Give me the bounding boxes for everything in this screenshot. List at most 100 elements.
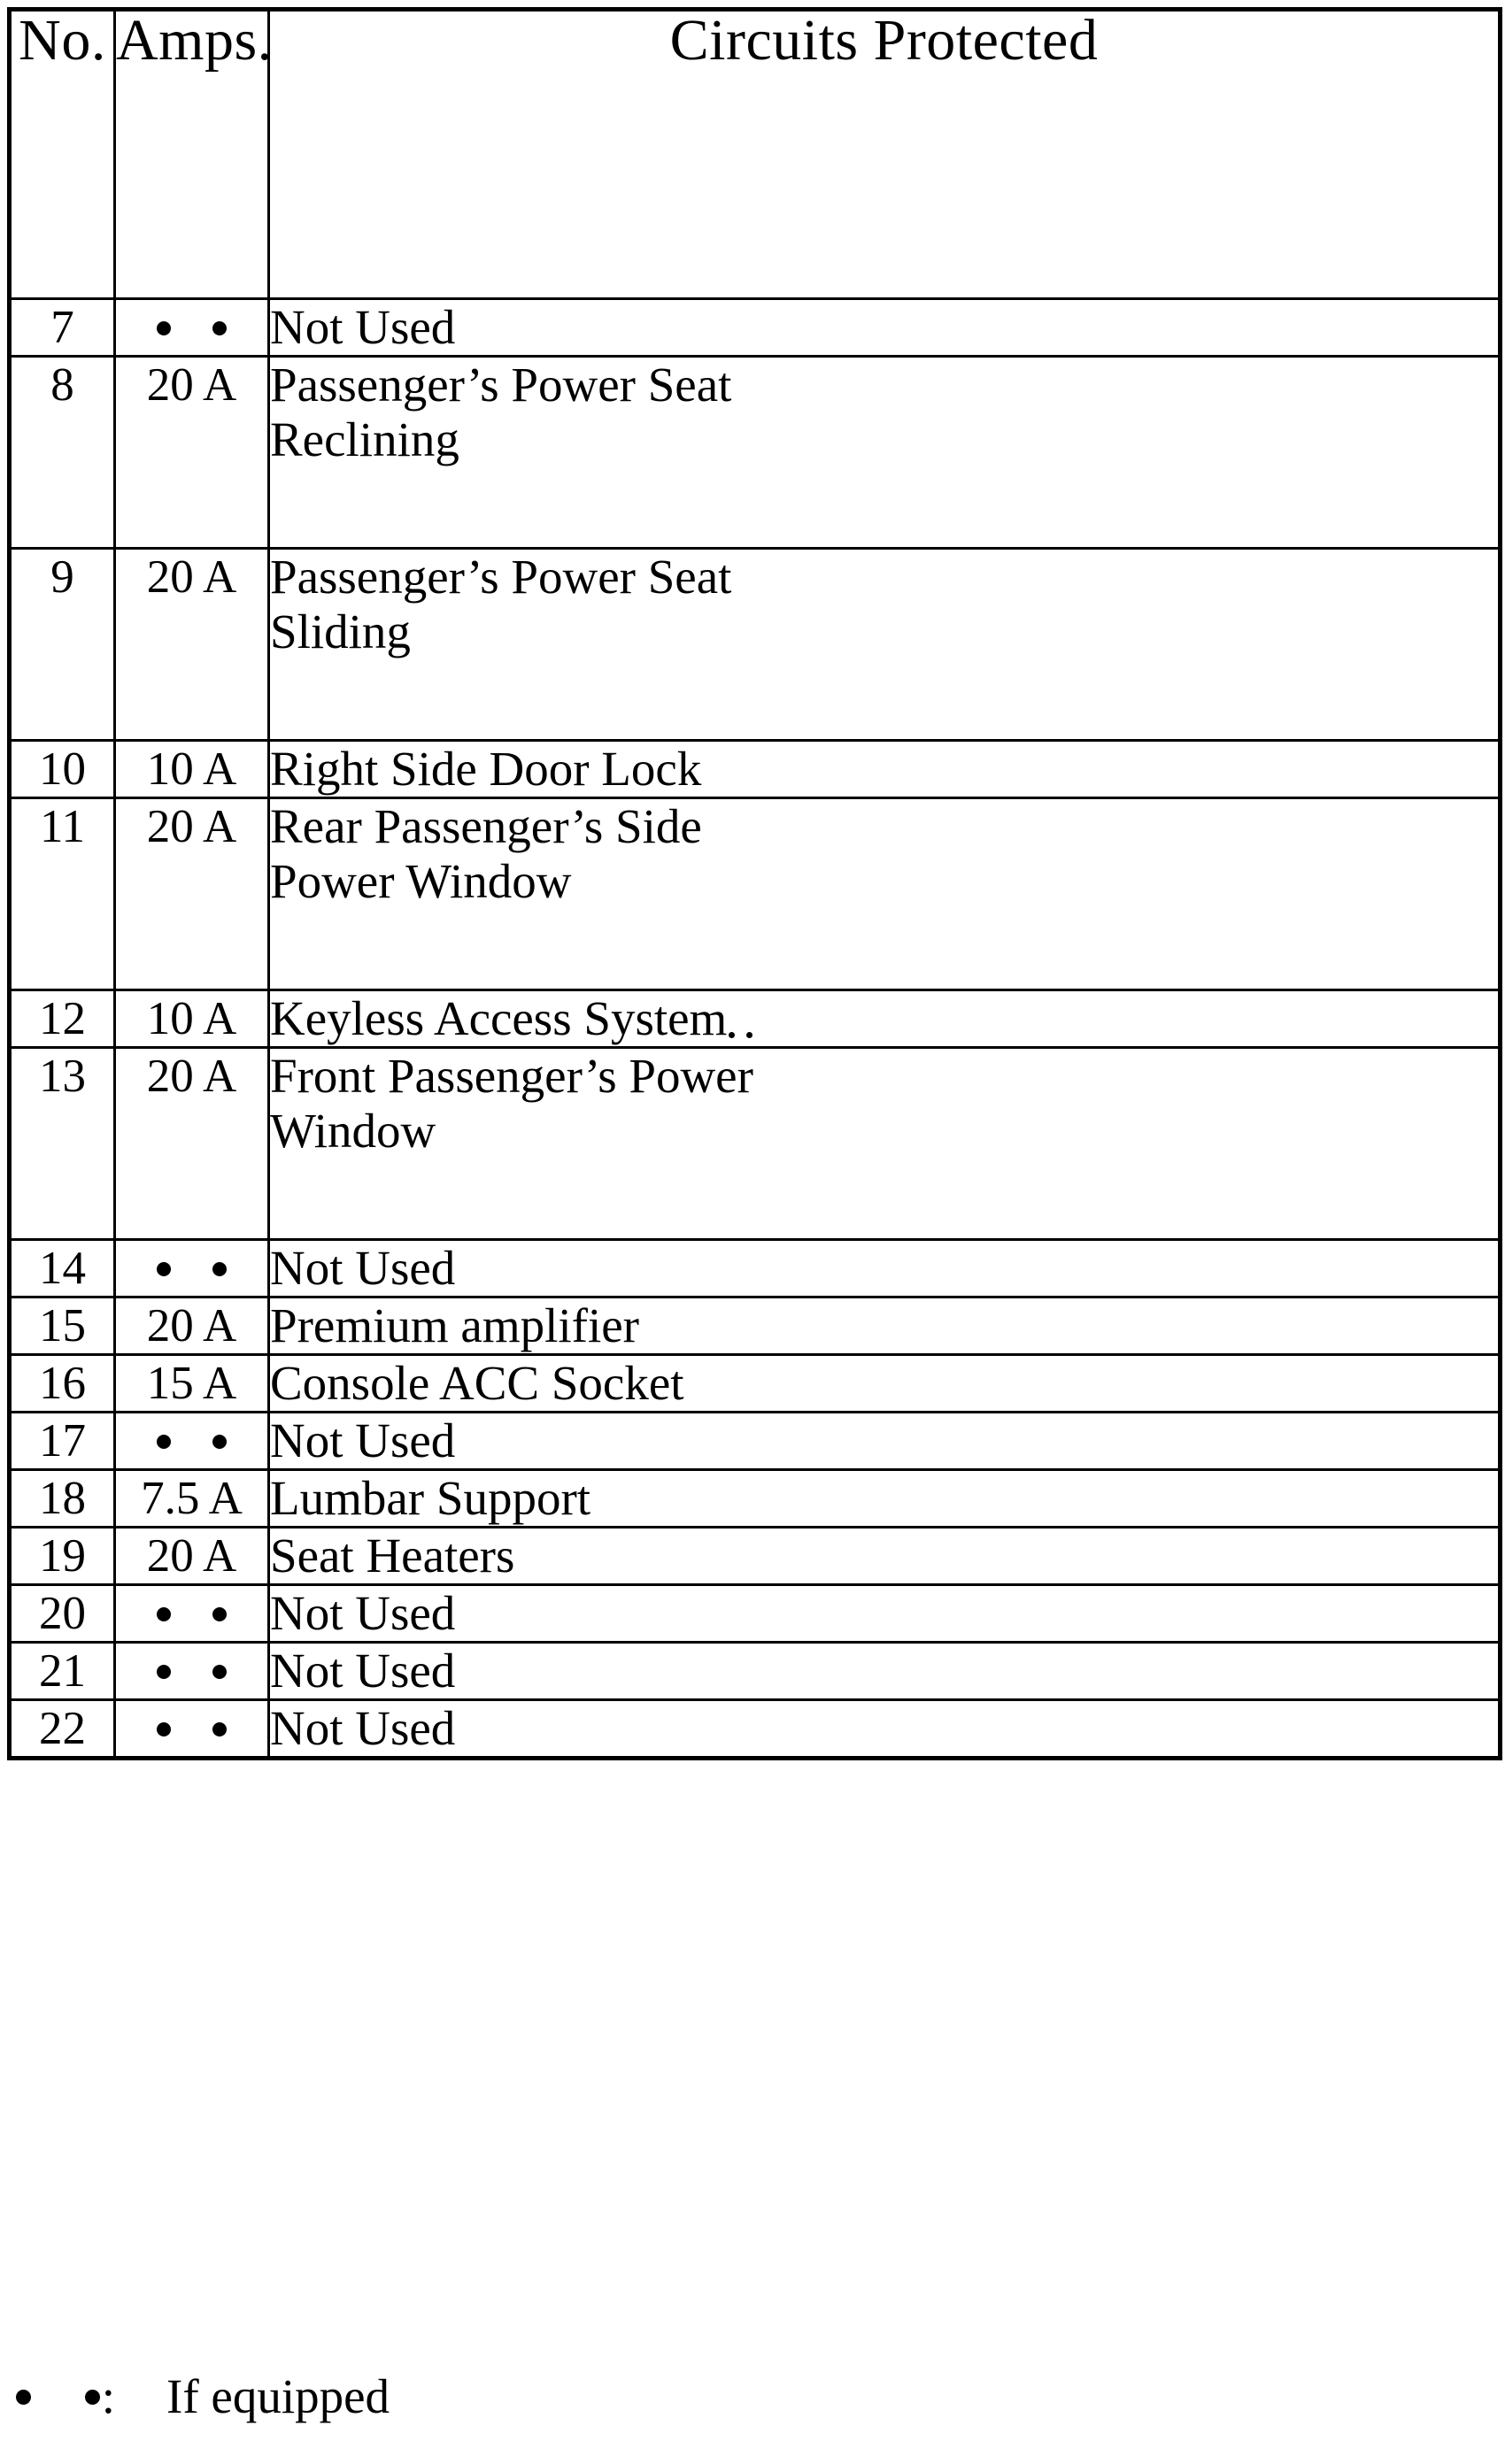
fuse-number-cell: 10 xyxy=(8,739,116,799)
amps-value: 20 A xyxy=(146,801,237,852)
amps-value: 15 A xyxy=(146,1358,237,1409)
dot-icon xyxy=(157,1664,171,1679)
amps-cell: 7.5 A xyxy=(113,1468,270,1528)
amps-cell: 20 A xyxy=(113,797,270,991)
if-equipped-superscript-icon xyxy=(729,995,753,1050)
circuit-text-line1: Not Used xyxy=(270,1241,456,1295)
fuse-number: 12 xyxy=(39,993,86,1044)
fuse-number: 22 xyxy=(39,1703,86,1754)
if-equipped-dots-icon xyxy=(157,1241,227,1296)
if-equipped-dots-icon xyxy=(157,300,227,355)
dot-icon xyxy=(212,1664,227,1679)
circuit-cell: Keyless Access System xyxy=(267,989,1501,1050)
amps-cell: 20 A xyxy=(113,1296,270,1356)
footnote: :If equipped xyxy=(16,2365,1432,2424)
column-header-amps: Amps. xyxy=(113,8,272,300)
circuit-cell: Console ACC Socket xyxy=(267,1353,1501,1413)
amps-value: 20 A xyxy=(146,1051,237,1102)
circuit-cell: Not Used xyxy=(267,1238,1501,1298)
amps-cell xyxy=(113,297,270,358)
column-header-circuits: Circuits Protected xyxy=(267,8,1501,300)
circuit-text-line1: Not Used xyxy=(270,300,456,354)
dot-icon xyxy=(212,320,227,335)
table-row: 17 Not Used xyxy=(8,1411,1501,1471)
amps-cell: 10 A xyxy=(113,739,270,799)
circuit-text-line1: Rear Passenger’s Side xyxy=(270,799,702,853)
fuse-number: 8 xyxy=(50,359,74,411)
fuse-number-cell: 15 xyxy=(8,1296,116,1356)
circuit-text-line1: Seat Heaters xyxy=(270,1528,515,1582)
circuit-text-line2: Reclining xyxy=(270,412,459,466)
circuit-cell: Not Used xyxy=(267,1641,1501,1701)
column-header-circuits-label: Circuits Protected xyxy=(669,8,1099,73)
fuse-number-cell: 16 xyxy=(8,1353,116,1413)
table-row: 14 Not Used xyxy=(8,1238,1501,1298)
fuse-number-cell: 14 xyxy=(8,1238,116,1298)
fuse-number: 21 xyxy=(39,1645,86,1697)
amps-value: 20 A xyxy=(146,1300,237,1351)
table-row: 19 20 A Seat Heaters xyxy=(8,1526,1501,1586)
fuse-number: 13 xyxy=(39,1051,86,1102)
amps-value: 7.5 A xyxy=(141,1473,243,1524)
circuit-cell: Not Used xyxy=(267,297,1501,358)
footnote-label: If equipped xyxy=(166,2369,390,2424)
circuit-cell: Seat Heaters xyxy=(267,1526,1501,1586)
circuit-text-line1: Keyless Access System xyxy=(270,991,728,1045)
circuit-cell: Not Used xyxy=(267,1583,1501,1644)
fuse-number-cell: 13 xyxy=(8,1046,116,1241)
amps-cell: 20 A xyxy=(113,1046,270,1241)
circuit-text-line2: Sliding xyxy=(270,604,411,658)
amps-cell: 20 A xyxy=(113,547,270,742)
dot-icon xyxy=(16,2390,31,2406)
fuse-number-cell: 17 xyxy=(8,1411,116,1471)
fuse-number: 18 xyxy=(39,1473,86,1524)
circuit-text-line2: Power Window xyxy=(270,854,572,908)
table-header-row: No. Amps. Circuits Protected xyxy=(8,8,1501,300)
table-row: 20 Not Used xyxy=(8,1583,1501,1644)
fuse-number-cell: 11 xyxy=(8,797,116,991)
amps-cell xyxy=(113,1698,270,1759)
dot-icon xyxy=(157,320,171,335)
fuse-number-cell: 21 xyxy=(8,1641,116,1701)
fuse-number: 9 xyxy=(50,551,74,603)
fuse-number: 15 xyxy=(39,1300,86,1351)
amps-cell xyxy=(113,1238,270,1298)
table-row: 22 Not Used xyxy=(8,1698,1501,1759)
amps-cell: 20 A xyxy=(113,355,270,550)
table-row: 16 15 A Console ACC Socket xyxy=(8,1353,1501,1413)
if-equipped-dots-icon xyxy=(16,2365,100,2420)
table-row: 21 Not Used xyxy=(8,1641,1501,1701)
dot-icon xyxy=(746,1032,753,1038)
circuit-cell: Premium amplifier xyxy=(267,1296,1501,1356)
fuse-number-cell: 19 xyxy=(8,1526,116,1586)
circuit-text-line1: Right Side Door Lock xyxy=(270,742,702,796)
dot-icon xyxy=(729,1032,736,1038)
column-header-no-label: No. xyxy=(19,8,106,73)
fuse-number: 19 xyxy=(39,1530,86,1582)
circuit-text-line1: Not Used xyxy=(270,1701,456,1755)
if-equipped-dots-icon xyxy=(157,1644,227,1698)
amps-value: 20 A xyxy=(146,1530,237,1582)
circuit-cell: Not Used xyxy=(267,1698,1501,1759)
dot-icon xyxy=(157,1434,171,1449)
fuse-number: 20 xyxy=(39,1588,86,1639)
circuit-text-line1: Console ACC Socket xyxy=(270,1356,684,1410)
amps-value: 20 A xyxy=(146,551,237,603)
circuit-cell: Right Side Door Lock xyxy=(267,739,1501,799)
circuit-cell: Not Used xyxy=(267,1411,1501,1471)
fuse-number-cell: 18 xyxy=(8,1468,116,1528)
if-equipped-dots-icon xyxy=(157,1586,227,1641)
circuit-text-line1: Passenger’s Power Seat xyxy=(270,550,732,604)
amps-value: 10 A xyxy=(146,993,237,1044)
column-header-no: No. xyxy=(8,8,116,300)
dot-icon xyxy=(212,1606,227,1621)
dot-icon xyxy=(212,1261,227,1276)
dot-icon xyxy=(84,2390,100,2406)
